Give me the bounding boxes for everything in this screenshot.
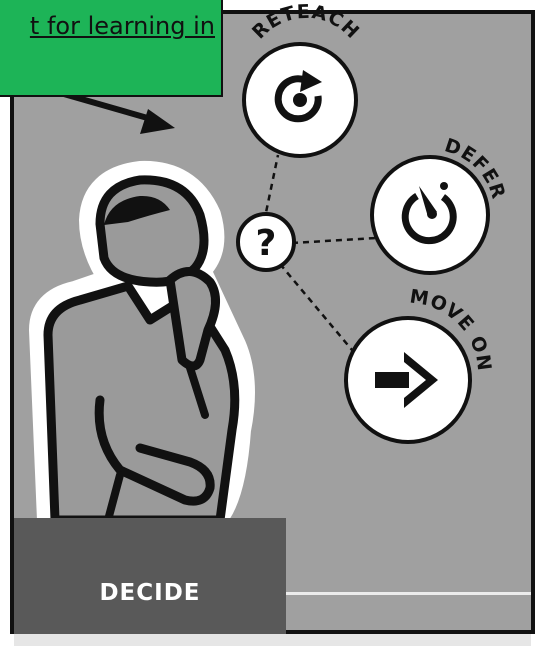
question-icon: ?: [238, 214, 294, 270]
reteach-option: [244, 44, 356, 156]
note-text: t for learning in: [30, 12, 215, 40]
divider-line: [286, 592, 531, 595]
svg-text:?: ?: [256, 223, 277, 264]
move-on-option: [346, 318, 470, 442]
callout-note: t for learning in: [0, 0, 223, 97]
defer-option: [372, 157, 488, 273]
decide-panel: DECIDE: [14, 518, 286, 634]
decide-label: DECIDE: [14, 580, 286, 606]
person-thinking-icon: [40, 172, 244, 520]
reteach-label: RETEACH: [248, 1, 364, 44]
